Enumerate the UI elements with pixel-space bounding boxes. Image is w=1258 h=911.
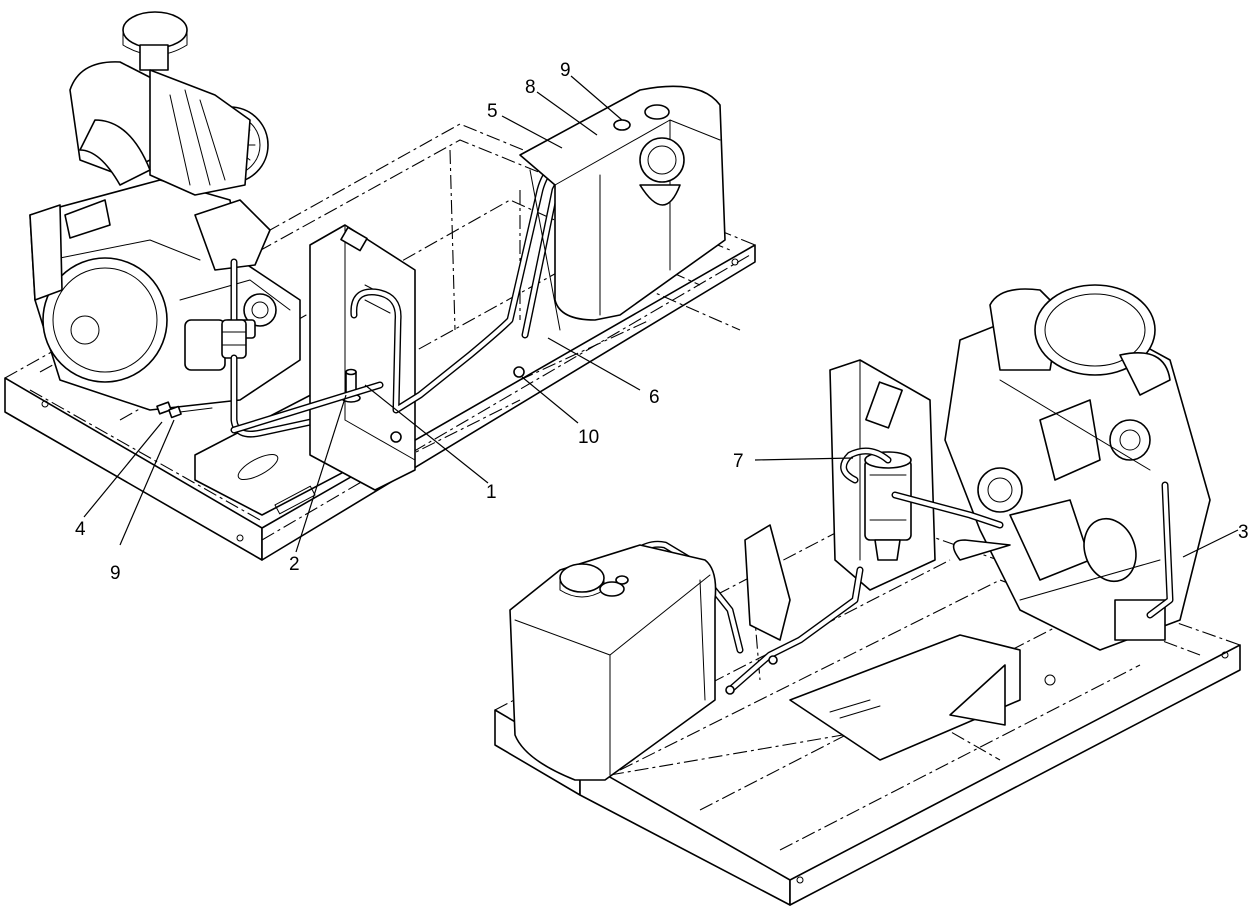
callout-3: 3 [1238,522,1249,543]
left-engine [29,11,301,411]
callout-9-left: 9 [110,563,121,584]
right-plate-bracket [949,664,1006,726]
right-fuel-filter [840,447,912,561]
callout-9-top: 9 [560,60,571,81]
callout-5: 5 [487,101,498,122]
callout-4: 4 [75,519,86,540]
right-engine [944,284,1211,651]
callout-8: 8 [525,77,536,98]
callout-labels: 1 2 3 4 5 6 7 8 9 9 10 [75,60,1249,584]
left-assembly [4,11,756,561]
callout-1: 1 [486,482,497,503]
callout-7: 7 [733,451,744,472]
callout-10: 10 [578,427,599,448]
right-floor-plate [789,634,1021,761]
left-hose-fittings [156,401,213,419]
left-fuel-tank [519,85,726,331]
right-upright-bracket [744,524,791,641]
leader-lines [83,75,1239,558]
callout-2: 2 [289,554,300,575]
callout-6: 6 [649,387,660,408]
right-assembly [494,284,1241,906]
right-fuel-tank [509,544,717,781]
